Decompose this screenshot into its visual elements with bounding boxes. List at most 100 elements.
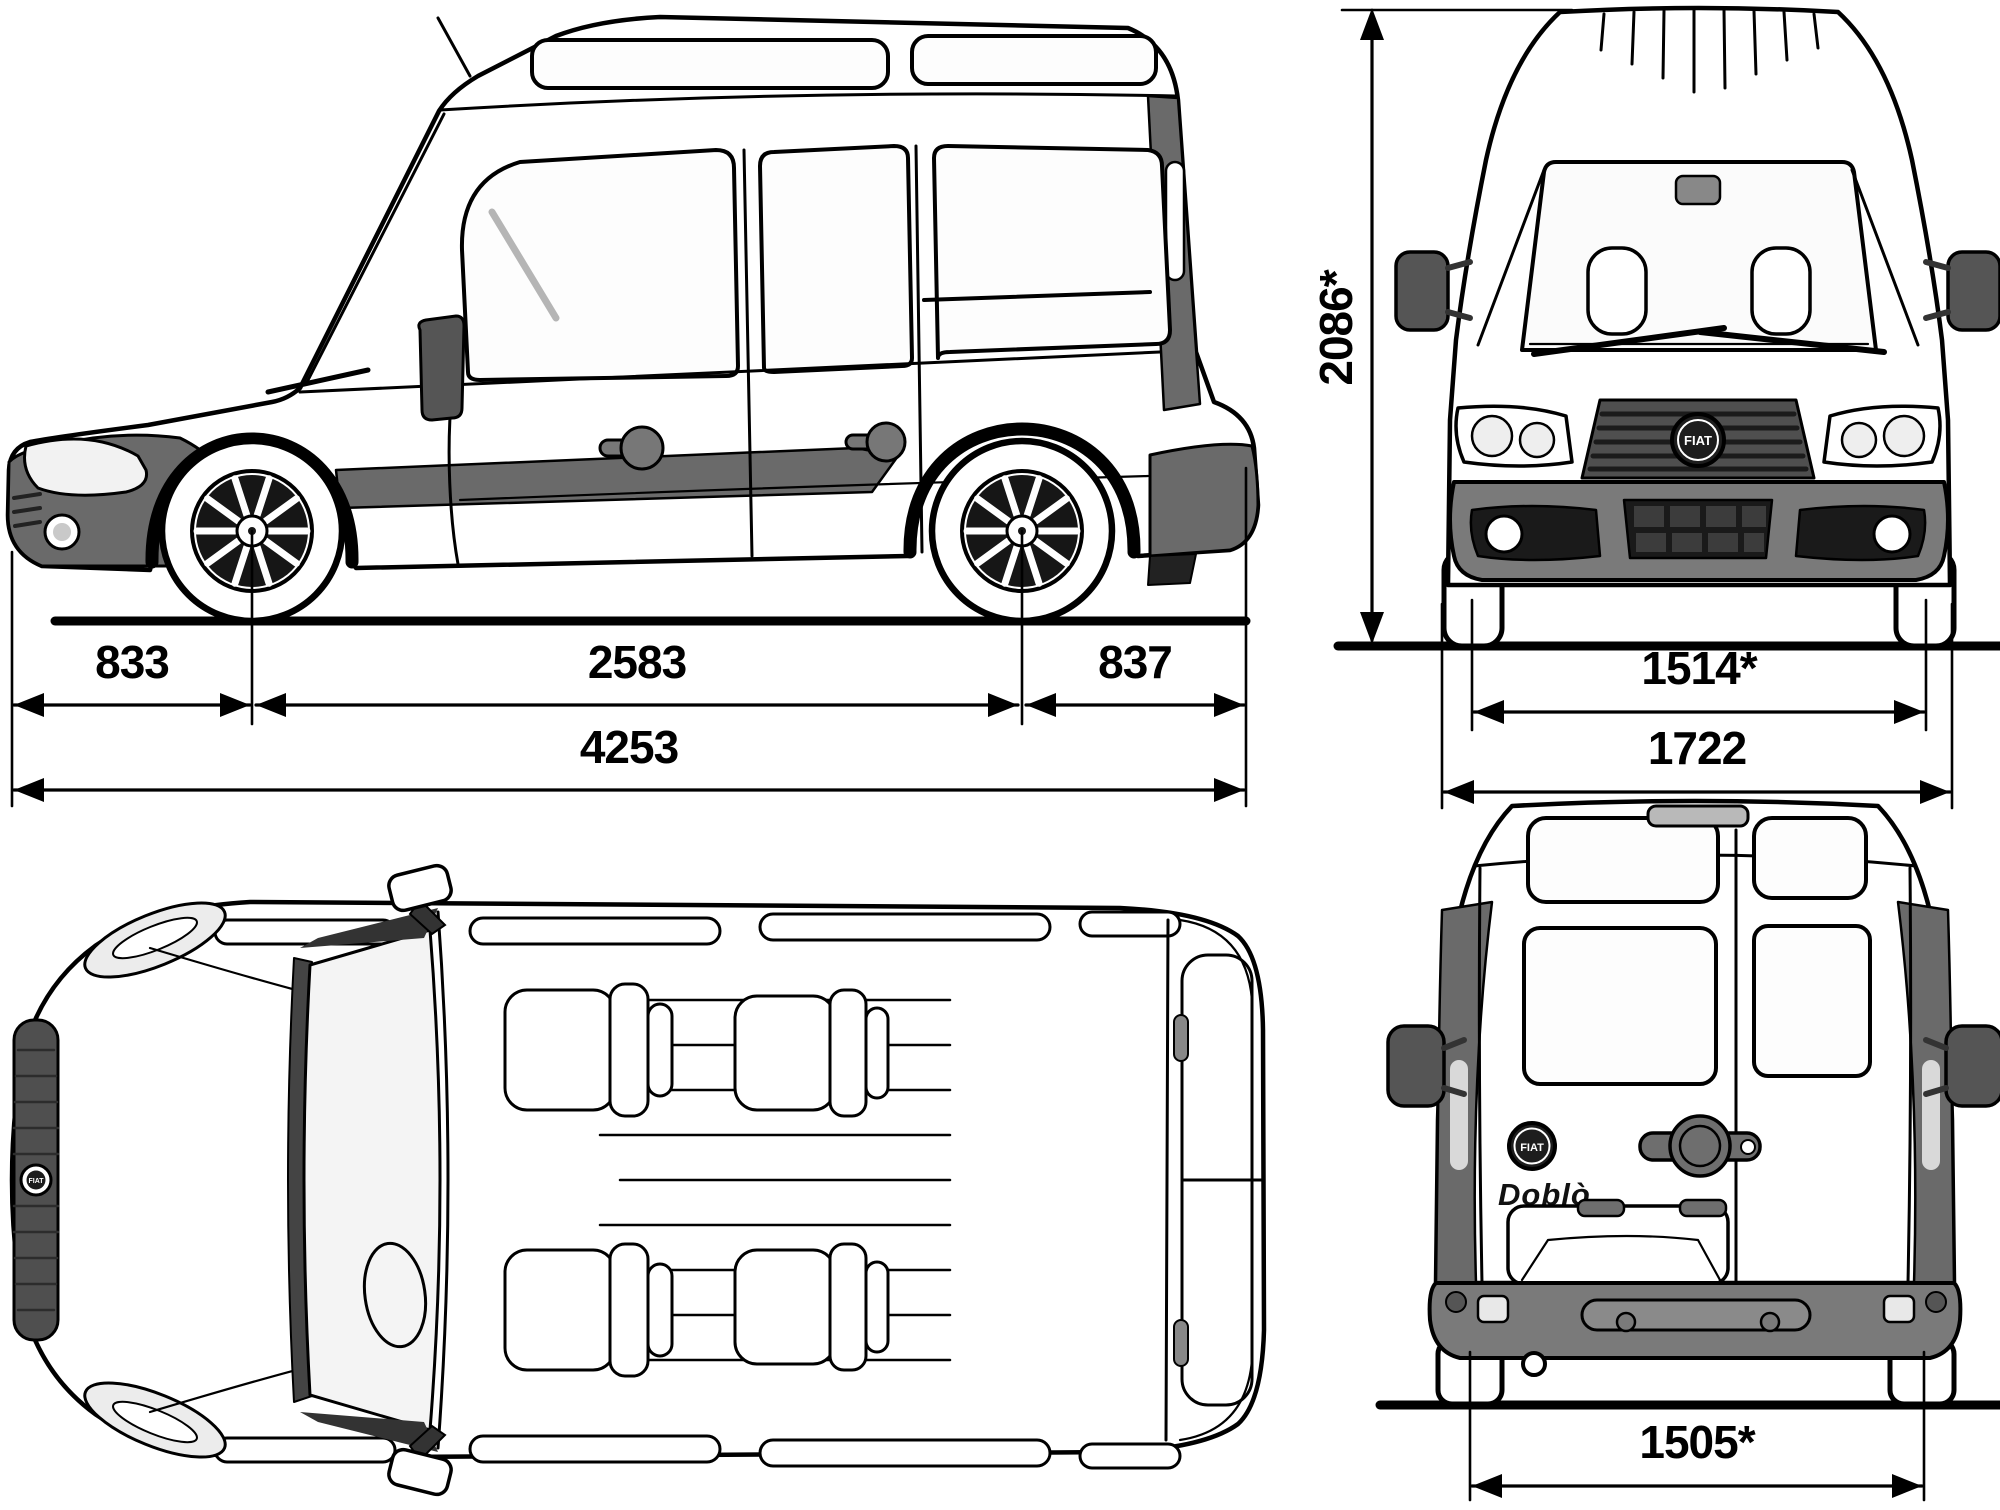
- side-rear-bumper: [1148, 442, 1260, 558]
- side-roofline: [438, 92, 1178, 112]
- top-fiat-badge-center: [26, 1170, 46, 1190]
- side-rear-wheel-arch: [903, 422, 1141, 559]
- front-left-headrest: [1586, 246, 1648, 336]
- top-front-seats: [503, 982, 674, 1378]
- side-sliding-door-handle: [865, 421, 907, 463]
- rear-bumper-reflector-right: [1882, 1294, 1916, 1324]
- top-grille-slats: [12, 1048, 60, 1312]
- side-window-reflection: [488, 208, 560, 322]
- rear-dimensions: 1505*: [1468, 1350, 1926, 1502]
- side-mud-flap: [1147, 553, 1197, 586]
- front-right-a-pillar: [1850, 168, 1920, 347]
- front-left-headlight-bulb-outer: [1470, 414, 1514, 458]
- rear-bumper-sensor-left: [1445, 1291, 1467, 1313]
- front-dimensions: 2086* 1514* 1722: [1310, 8, 1954, 810]
- rear-left-main-window: [1522, 926, 1718, 1086]
- top-rear-seats: [733, 988, 890, 1372]
- top-windshield-glass: [302, 928, 442, 1432]
- rear-right-cladding-highlight: [1922, 1060, 1940, 1170]
- top-right-mirror: [387, 1424, 453, 1497]
- side-front-grille-slats: [12, 492, 42, 528]
- rear-left-mirror-arm2: [1441, 1085, 1467, 1097]
- top-left-headlight: [83, 901, 227, 979]
- front-left-fog-light: [1484, 514, 1524, 554]
- top-rear-corner-line1: [1178, 918, 1254, 1002]
- front-right-headlight-bulb-outer: [1882, 414, 1926, 458]
- rear-right-mirror-arm: [1923, 1037, 1949, 1051]
- front-left-a-pillar: [1476, 168, 1546, 347]
- rear-license-recess: [1506, 1204, 1730, 1286]
- rear-view: FIAT Doblò: [1375, 798, 2000, 1502]
- rear-right-mirror: [1944, 1024, 2000, 1108]
- dim-front-track: 1514*: [1641, 642, 1757, 694]
- rear-left-mirror-arm: [1441, 1037, 1467, 1051]
- side-view: 833 2583 837 4253: [5, 14, 1261, 808]
- top-hood-seam-right: [148, 1368, 298, 1414]
- front-left-wiper: [1531, 325, 1727, 357]
- rear-right-mirror-arm2: [1923, 1085, 1949, 1097]
- side-front-door-handle: [619, 425, 665, 471]
- front-roof-ribs: [1599, 8, 1820, 94]
- rear-left-cladding-highlight: [1450, 1060, 1468, 1170]
- top-view: FIAT: [9, 863, 1267, 1497]
- rear-bumper-sensor-right: [1925, 1291, 1947, 1313]
- front-right-fog-light: [1872, 514, 1912, 554]
- rear-left-upper-window: [1526, 816, 1720, 904]
- side-fog-light-lens: [53, 523, 71, 541]
- rear-right-main-window: [1752, 924, 1872, 1078]
- rear-brake-light: [1646, 804, 1750, 828]
- front-view: FIAT 2086*: [1310, 5, 2000, 810]
- top-rear-door-hinge2: [1173, 1319, 1189, 1367]
- front-right-mirror: [1946, 250, 2000, 332]
- side-belt-line: [298, 350, 1162, 394]
- side-highroof-glass-front: [530, 38, 890, 90]
- rear-fiat-badge-text: FIAT: [1520, 1142, 1544, 1154]
- side-sliding-door-window: [758, 144, 914, 374]
- top-right-headlight: [83, 1381, 227, 1459]
- dim-overall-length: 4253: [580, 721, 678, 773]
- rear-fiat-badge: [1507, 1121, 1557, 1171]
- side-sliding-rail: [922, 290, 1152, 302]
- front-left-mirror-arm: [1445, 259, 1473, 271]
- side-antenna: [436, 16, 472, 78]
- dim-overall-height: 2086*: [1310, 269, 1362, 385]
- rear-recess-tab2: [1678, 1198, 1728, 1218]
- side-rear-quarter-window: [932, 144, 1172, 360]
- front-right-headrest: [1750, 246, 1812, 336]
- top-rear-corner-line2: [1178, 1358, 1254, 1442]
- dim-rear-overhang: 837: [1098, 636, 1172, 688]
- rearview-mirror: [1674, 174, 1722, 206]
- front-right-mirror-arm2: [1923, 309, 1951, 321]
- top-right-a-pillar: [300, 1412, 438, 1452]
- side-front-door-window: [459, 148, 740, 382]
- side-mirror: [417, 314, 466, 422]
- rear-tow-hook: [1521, 1351, 1547, 1377]
- dim-front-overhang: 833: [95, 636, 169, 688]
- side-wiper: [265, 367, 371, 395]
- front-right-wiper: [1697, 329, 1887, 355]
- rear-recess-tab1: [1576, 1198, 1626, 1218]
- top-rear-door-seam: [1164, 918, 1170, 1442]
- rear-bumper-reflector-left: [1476, 1294, 1510, 1324]
- rear-left-door-seam: [1477, 866, 1484, 1285]
- top-left-mirror: [387, 863, 453, 936]
- rear-door-handle: [1638, 1114, 1762, 1178]
- rear-bumper-detail2: [1759, 1311, 1781, 1333]
- top-roof-front-edge: [436, 910, 450, 1450]
- front-intake-grid: [1634, 506, 1766, 552]
- rear-left-mirror: [1386, 1024, 1446, 1108]
- front-fiat-badge: [1670, 412, 1726, 468]
- dim-overall-width: 1722: [1648, 722, 1746, 774]
- top-rear-door-hinge1: [1173, 1014, 1189, 1062]
- side-dimensions: 833 2583 837 4253: [10, 466, 1248, 808]
- front-right-mirror-arm: [1923, 259, 1951, 271]
- rear-license-recess-inner: [1520, 1234, 1722, 1282]
- top-left-a-pillar: [300, 908, 438, 948]
- rear-bumper-step: [1580, 1298, 1812, 1332]
- dim-wheelbase: 2583: [588, 636, 686, 688]
- front-left-headlight-bulb-inner: [1518, 421, 1556, 459]
- front-left-mirror-arm2: [1445, 309, 1473, 321]
- side-a-pillar-line: [304, 112, 446, 386]
